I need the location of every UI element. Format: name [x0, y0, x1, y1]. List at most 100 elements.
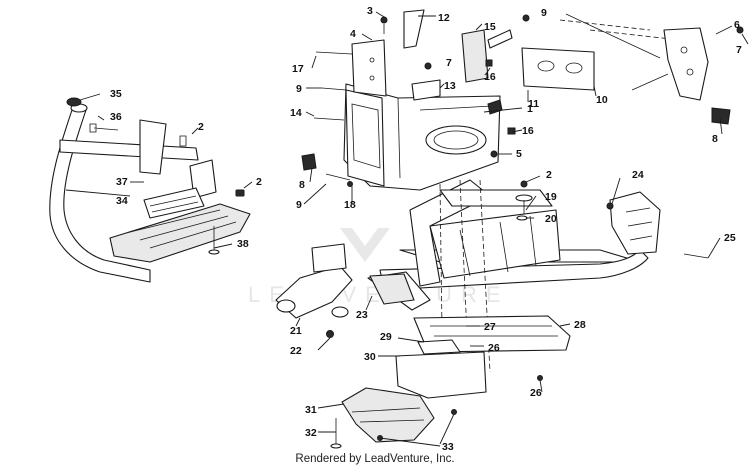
nut-24 [606, 202, 614, 210]
steering-bracket-assembly [565, 13, 744, 125]
steering-bracket [663, 27, 709, 101]
callout-16b: 16 [522, 125, 534, 137]
upper-bracket [351, 39, 387, 97]
callout-5: 5 [516, 148, 522, 160]
bolt-14 [313, 117, 345, 121]
nut-5 [490, 150, 498, 158]
strap-tab [487, 29, 513, 49]
callout-27: 27 [484, 321, 496, 333]
leader-lines [65, 11, 749, 447]
callout-34: 34 [116, 195, 128, 207]
frame-diagonal [439, 189, 553, 207]
render-credit: Rendered by LeadVenture, Inc. [295, 453, 455, 465]
bolt-36 [89, 123, 119, 133]
nut-7a [424, 62, 432, 70]
mount-21-tab [311, 243, 347, 273]
plate-29 [417, 339, 461, 355]
bulkhead-side-frame [345, 89, 385, 187]
callout-2c: 2 [546, 169, 552, 181]
callout-26a: 26 [488, 342, 500, 354]
callout-32: 32 [305, 427, 317, 439]
strap-15 [461, 29, 489, 83]
bolt-3 [380, 16, 388, 24]
callout-19: 19 [545, 191, 557, 203]
callout-9c: 9 [541, 7, 547, 19]
callout-31: 31 [305, 404, 317, 416]
callout-8b: 8 [712, 133, 718, 145]
rivet-33a [451, 409, 457, 415]
callout-16a: 16 [484, 71, 496, 83]
bumper-crossbar [59, 139, 199, 161]
bracket-23 [369, 273, 415, 305]
callout-4: 4 [350, 28, 356, 40]
callout-12: 12 [438, 12, 450, 24]
bumper-cap [66, 97, 82, 107]
callout-25: 25 [724, 232, 736, 244]
callout-7a: 7 [446, 57, 452, 69]
nut-18 [347, 181, 353, 187]
callout-9a: 9 [296, 83, 302, 95]
callout-13: 13 [444, 80, 456, 92]
callout-1: 1 [527, 103, 533, 115]
bumper-brace [139, 119, 167, 175]
callout-18: 18 [344, 199, 356, 211]
callout-22: 22 [290, 345, 302, 357]
hardware-19-20 [515, 180, 533, 221]
bumper-skid-plate [109, 203, 251, 263]
bracket-13 [411, 79, 441, 101]
pad-8a [301, 153, 317, 171]
callout-3: 3 [367, 5, 373, 17]
bolt-25 [683, 253, 709, 259]
callout-26b: 26 [530, 387, 542, 399]
bolt-9c [522, 14, 530, 22]
steering-post-plate [403, 9, 425, 49]
rivet-26b [537, 375, 543, 381]
callout-8a: 8 [299, 179, 305, 191]
bolt-9a [321, 87, 347, 91]
callout-9b: 9 [296, 199, 302, 211]
bulkhead-window [351, 103, 381, 169]
callout-2a: 2 [198, 121, 204, 133]
callout-14: 14 [290, 107, 302, 119]
nut-22 [326, 330, 334, 338]
frame-rail [379, 249, 649, 291]
front-bumper-assembly [49, 97, 251, 283]
callout-38: 38 [237, 238, 249, 250]
callout-21: 21 [290, 325, 302, 337]
callout-30: 30 [364, 351, 376, 363]
callout-23: 23 [356, 309, 368, 321]
plate-11 [521, 47, 595, 91]
clip-2c [520, 180, 528, 188]
guard-31 [341, 387, 435, 443]
bolt-9b [325, 173, 351, 181]
pad-8b [711, 107, 731, 125]
callout-6: 6 [734, 19, 740, 31]
callout-labels: 1 2 2 2 3 4 5 6 7 7 8 8 9 9 9 10 11 12 1… [110, 5, 742, 453]
skid-plate-30 [395, 351, 487, 399]
bolt-7b [631, 73, 669, 91]
right-frame-mount [609, 191, 661, 255]
frame-strut [429, 209, 561, 279]
callout-2b: 2 [256, 176, 262, 188]
callout-11: 11 [528, 98, 539, 110]
bolt-38 [208, 226, 220, 255]
main-frame-assembly [275, 179, 709, 319]
callout-15: 15 [484, 21, 496, 33]
skid-plate-assembly [330, 315, 571, 449]
callout-29: 29 [380, 331, 392, 343]
clip-nut-2b [235, 189, 245, 197]
callout-37: 37 [116, 176, 128, 188]
callout-10: 10 [596, 94, 608, 106]
bumper-tube [49, 109, 151, 283]
callout-24: 24 [632, 169, 644, 181]
callout-36: 36 [110, 111, 122, 123]
nut-16b [507, 127, 516, 135]
nut-16a [485, 59, 493, 67]
callout-17: 17 [292, 63, 304, 75]
callout-33: 33 [442, 441, 454, 453]
bolt-17 [315, 51, 353, 55]
clip-2a [179, 135, 187, 147]
callout-35: 35 [110, 88, 122, 100]
callout-7b: 7 [736, 44, 742, 56]
